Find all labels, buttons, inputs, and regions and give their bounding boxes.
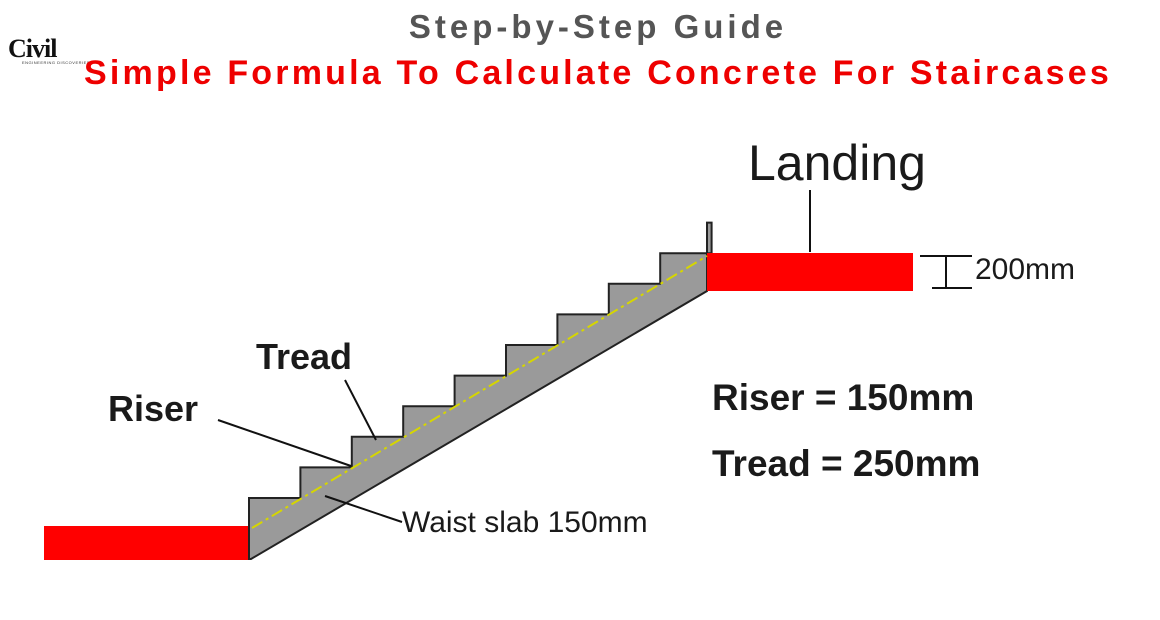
thickness-label: 200mm <box>975 253 1076 286</box>
tread-leader-line <box>344 379 377 441</box>
landing-label: Landing <box>748 135 926 191</box>
logo: Civil ENGINEERING DISCOVERIES <box>8 32 89 72</box>
waist-slab-label: Waist slab 150mm <box>402 506 648 539</box>
riser-leader-line <box>217 419 352 467</box>
slab-centerline <box>251 255 708 529</box>
logo-tagline: ENGINEERING DISCOVERIES <box>22 60 90 65</box>
tread-label: Tread <box>256 336 353 377</box>
riser-label: Riser <box>108 388 199 429</box>
tread-formula: Tread = 250mm <box>712 443 981 484</box>
bottom-slab <box>44 526 249 560</box>
page-subtitle: Step-by-Step Guide <box>408 8 788 45</box>
logo-text: Civil <box>8 34 57 63</box>
riser-formula: Riser = 150mm <box>712 377 975 418</box>
top-landing-slab <box>707 253 913 291</box>
waist-leader-line <box>324 495 403 523</box>
stair-body <box>248 221 713 560</box>
page-title: Simple Formula To Calculate Concrete For… <box>84 54 1112 92</box>
